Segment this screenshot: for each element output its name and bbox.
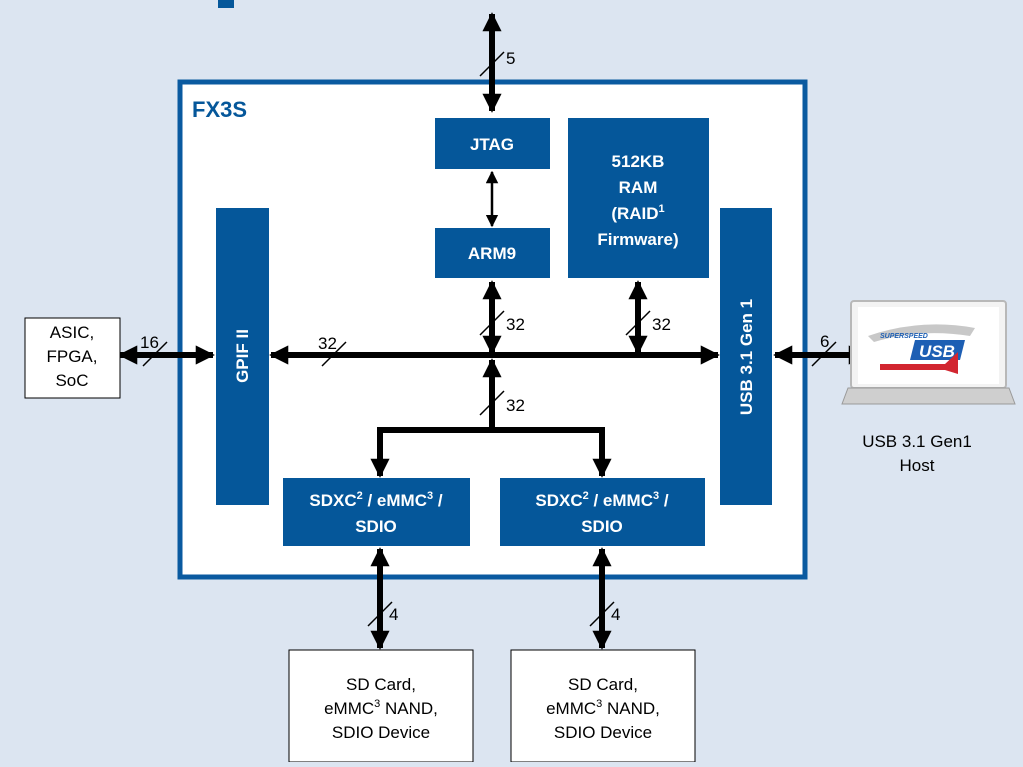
sdio-right-line-1: SDXC2 / eMMC3 / [535, 490, 668, 510]
sdio-right-emmc: / eMMC [589, 491, 653, 510]
sd-right-emmc: eMMC [546, 699, 596, 718]
host-label-line-2: Host [900, 456, 935, 475]
sd-left-line-3: SDIO Device [332, 723, 430, 742]
logo-superspeed-text: SUPERSPEED [880, 333, 928, 340]
asic-line-1: ASIC, [50, 323, 94, 342]
sd-bus-width: 32 [506, 396, 525, 415]
asic-bus-width: 16 [140, 333, 159, 352]
logo-usb-text: USB [919, 342, 955, 361]
sd-right-line-1: SD Card, [568, 675, 638, 694]
sdio-right-line-2: SDIO [581, 517, 623, 536]
sdio-left-block: SDXC2 / eMMC3 / SDIO [283, 478, 470, 546]
sd-right-bus-width: 4 [611, 605, 620, 624]
sd-card-left-box: SD Card, eMMC3 NAND, SDIO Device [289, 650, 473, 762]
ram-line-2: RAM [619, 178, 658, 197]
sd-card-right-box: SD Card, eMMC3 NAND, SDIO Device [511, 650, 695, 762]
sdio-right-block: SDXC2 / eMMC3 / SDIO [500, 478, 705, 546]
cropped-heading-fragment [218, 0, 234, 8]
ram-line-1: 512KB [612, 152, 665, 171]
asic-line-3: SoC [55, 371, 88, 390]
usb-host-laptop: SUPERSPEED USB USB 3.1 Gen1 Host [842, 301, 1015, 475]
asic-line-2: FPGA, [46, 347, 97, 366]
sd-left-bus-width: 4 [389, 605, 398, 624]
usb-bus-width: 6 [820, 332, 829, 351]
sd-right-nand: NAND, [602, 699, 660, 718]
sdio-left-sdxc: SDXC [309, 491, 356, 510]
ram-raid-text: (RAID [611, 204, 658, 223]
ram-line-3: (RAID1 [611, 203, 664, 223]
ram-block: 512KB RAM (RAID1 Firmware) [568, 118, 709, 278]
sdio-left-line-2: SDIO [355, 517, 397, 536]
main-bus-width: 32 [318, 334, 337, 353]
sdio-left-emmc: / eMMC [363, 491, 427, 510]
sdio-left-line-1: SDXC2 / eMMC3 / [309, 490, 442, 510]
asic-fpga-soc-box: ASIC, FPGA, SoC [25, 318, 120, 398]
ram-footnote-1: 1 [659, 203, 665, 215]
ram-bus-width: 32 [652, 315, 671, 334]
chip-name: FX3S [192, 97, 247, 122]
jtag-label: JTAG [470, 135, 514, 154]
gpif-label: GPIF II [233, 329, 252, 383]
sdio-right-sdxc: SDXC [535, 491, 582, 510]
jtag-block: JTAG [435, 118, 550, 169]
sd-left-emmc: eMMC [324, 699, 374, 718]
jtag-bus-width: 5 [506, 49, 515, 68]
usb-label: USB 3.1 Gen 1 [737, 299, 756, 415]
sd-right-line-3: SDIO Device [554, 723, 652, 742]
sd-right-line-2: eMMC3 NAND, [546, 698, 660, 718]
sd-left-nand: NAND, [380, 699, 438, 718]
arm9-block: ARM9 [435, 228, 550, 278]
sd-left-line-1: SD Card, [346, 675, 416, 694]
sdio-right-sep: / [659, 491, 669, 510]
laptop-base [842, 388, 1015, 404]
usb-block: USB 3.1 Gen 1 [720, 208, 772, 505]
arm9-label: ARM9 [468, 244, 516, 263]
arm9-bus-width: 32 [506, 315, 525, 334]
gpif-block: GPIF II [216, 208, 269, 505]
sdio-left-sep: / [433, 491, 443, 510]
host-label-line-1: USB 3.1 Gen1 [862, 432, 972, 451]
sd-left-line-2: eMMC3 NAND, [324, 698, 438, 718]
ram-line-4: Firmware) [597, 230, 678, 249]
